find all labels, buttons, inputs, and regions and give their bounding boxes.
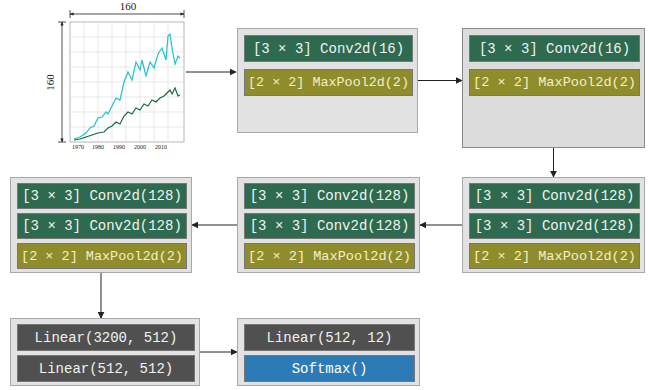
- layer-label: [3 × 3] Conv2d(128): [22, 218, 182, 234]
- layer-label: [2 × 2] MaxPool2d(2): [473, 75, 636, 90]
- layer-box: [3 × 3] Conv2d(128): [469, 213, 640, 239]
- layer-box: [3 × 3] Conv2d(128): [17, 183, 187, 209]
- layer-label: [3 × 3] Conv2d(128): [22, 188, 182, 204]
- layer-group: Linear(3200, 512) Linear(512, 512): [10, 318, 200, 386]
- layer-box: [2 × 2] MaxPool2d(2): [244, 69, 413, 96]
- flow-arrow: [200, 352, 237, 353]
- layer-label: [3 × 3] Conv2d(128): [250, 218, 410, 234]
- flow-arrow: [101, 273, 102, 318]
- layer-box: [2 × 2] MaxPool2d(2): [469, 243, 640, 269]
- layer-box: Linear(512, 512): [17, 355, 195, 382]
- axis-tick-label: 1970: [72, 144, 84, 150]
- layer-label: [3 × 3] Conv2d(16): [479, 41, 630, 57]
- layer-box: [3 × 3] Conv2d(16): [244, 35, 413, 62]
- layer-label: [3 × 3] Conv2d(128): [475, 188, 635, 204]
- layer-box: [2 × 2] MaxPool2d(2): [469, 69, 640, 96]
- layer-label: Linear(3200, 512): [35, 330, 178, 346]
- layer-label: [2 × 2] MaxPool2d(2): [21, 249, 183, 264]
- dimension-label: 160: [120, 1, 137, 12]
- layer-label: [2 × 2] MaxPool2d(2): [473, 249, 636, 264]
- layer-group: Linear(512, 12) Softmax(): [237, 318, 420, 386]
- layer-group: [3 × 3] Conv2d(128) [3 × 3] Conv2d(128) [2…: [237, 177, 420, 273]
- layer-label: [2 × 2] MaxPool2d(2): [248, 75, 409, 90]
- flow-arrow: [192, 225, 237, 226]
- flow-arrow: [418, 80, 462, 81]
- axis-tick-label: 1990: [113, 144, 125, 150]
- layer-group: [3 × 3] Conv2d(16) [2 × 2] MaxPool2d(2): [462, 28, 645, 148]
- flow-arrow: [420, 225, 462, 226]
- layer-group: [3 × 3] Conv2d(128) [3 × 3] Conv2d(128) [2…: [10, 177, 192, 273]
- axis-tick-label: 1980: [92, 144, 104, 150]
- layer-box: [3 × 3] Conv2d(128): [469, 183, 640, 209]
- dimension-label: 160: [45, 74, 56, 91]
- layer-box: [3 × 3] Conv2d(128): [244, 213, 415, 239]
- layer-group: [3 × 3] Conv2d(16) [2 × 2] MaxPool2d(2): [237, 28, 418, 133]
- layer-label: Linear(512, 512): [39, 361, 173, 377]
- layer-box: Softmax(): [244, 355, 415, 382]
- layer-box: [3 × 3] Conv2d(128): [17, 213, 187, 239]
- layer-box: [2 × 2] MaxPool2d(2): [17, 243, 187, 269]
- layer-label: [3 × 3] Conv2d(128): [250, 188, 410, 204]
- layer-box: [3 × 3] Conv2d(128): [244, 183, 415, 209]
- layer-box: [2 × 2] MaxPool2d(2): [244, 243, 415, 269]
- layer-box: Linear(512, 12): [244, 324, 415, 351]
- layer-label: Softmax(): [292, 361, 368, 377]
- layer-label: Linear(512, 12): [266, 330, 392, 346]
- axis-tick-label: 2000: [134, 144, 146, 150]
- flow-arrow: [553, 148, 554, 177]
- layer-group: [3 × 3] Conv2d(128) [3 × 3] Conv2d(128) [2…: [462, 177, 645, 273]
- layer-box: [3 × 3] Conv2d(16): [469, 35, 640, 62]
- layer-box: Linear(3200, 512): [17, 324, 195, 351]
- layer-label: [3 × 3] Conv2d(128): [475, 218, 635, 234]
- axis-tick-label: 2010: [155, 144, 167, 150]
- layer-label: [2 × 2] MaxPool2d(2): [248, 249, 411, 264]
- layer-label: [3 × 3] Conv2d(16): [253, 41, 404, 57]
